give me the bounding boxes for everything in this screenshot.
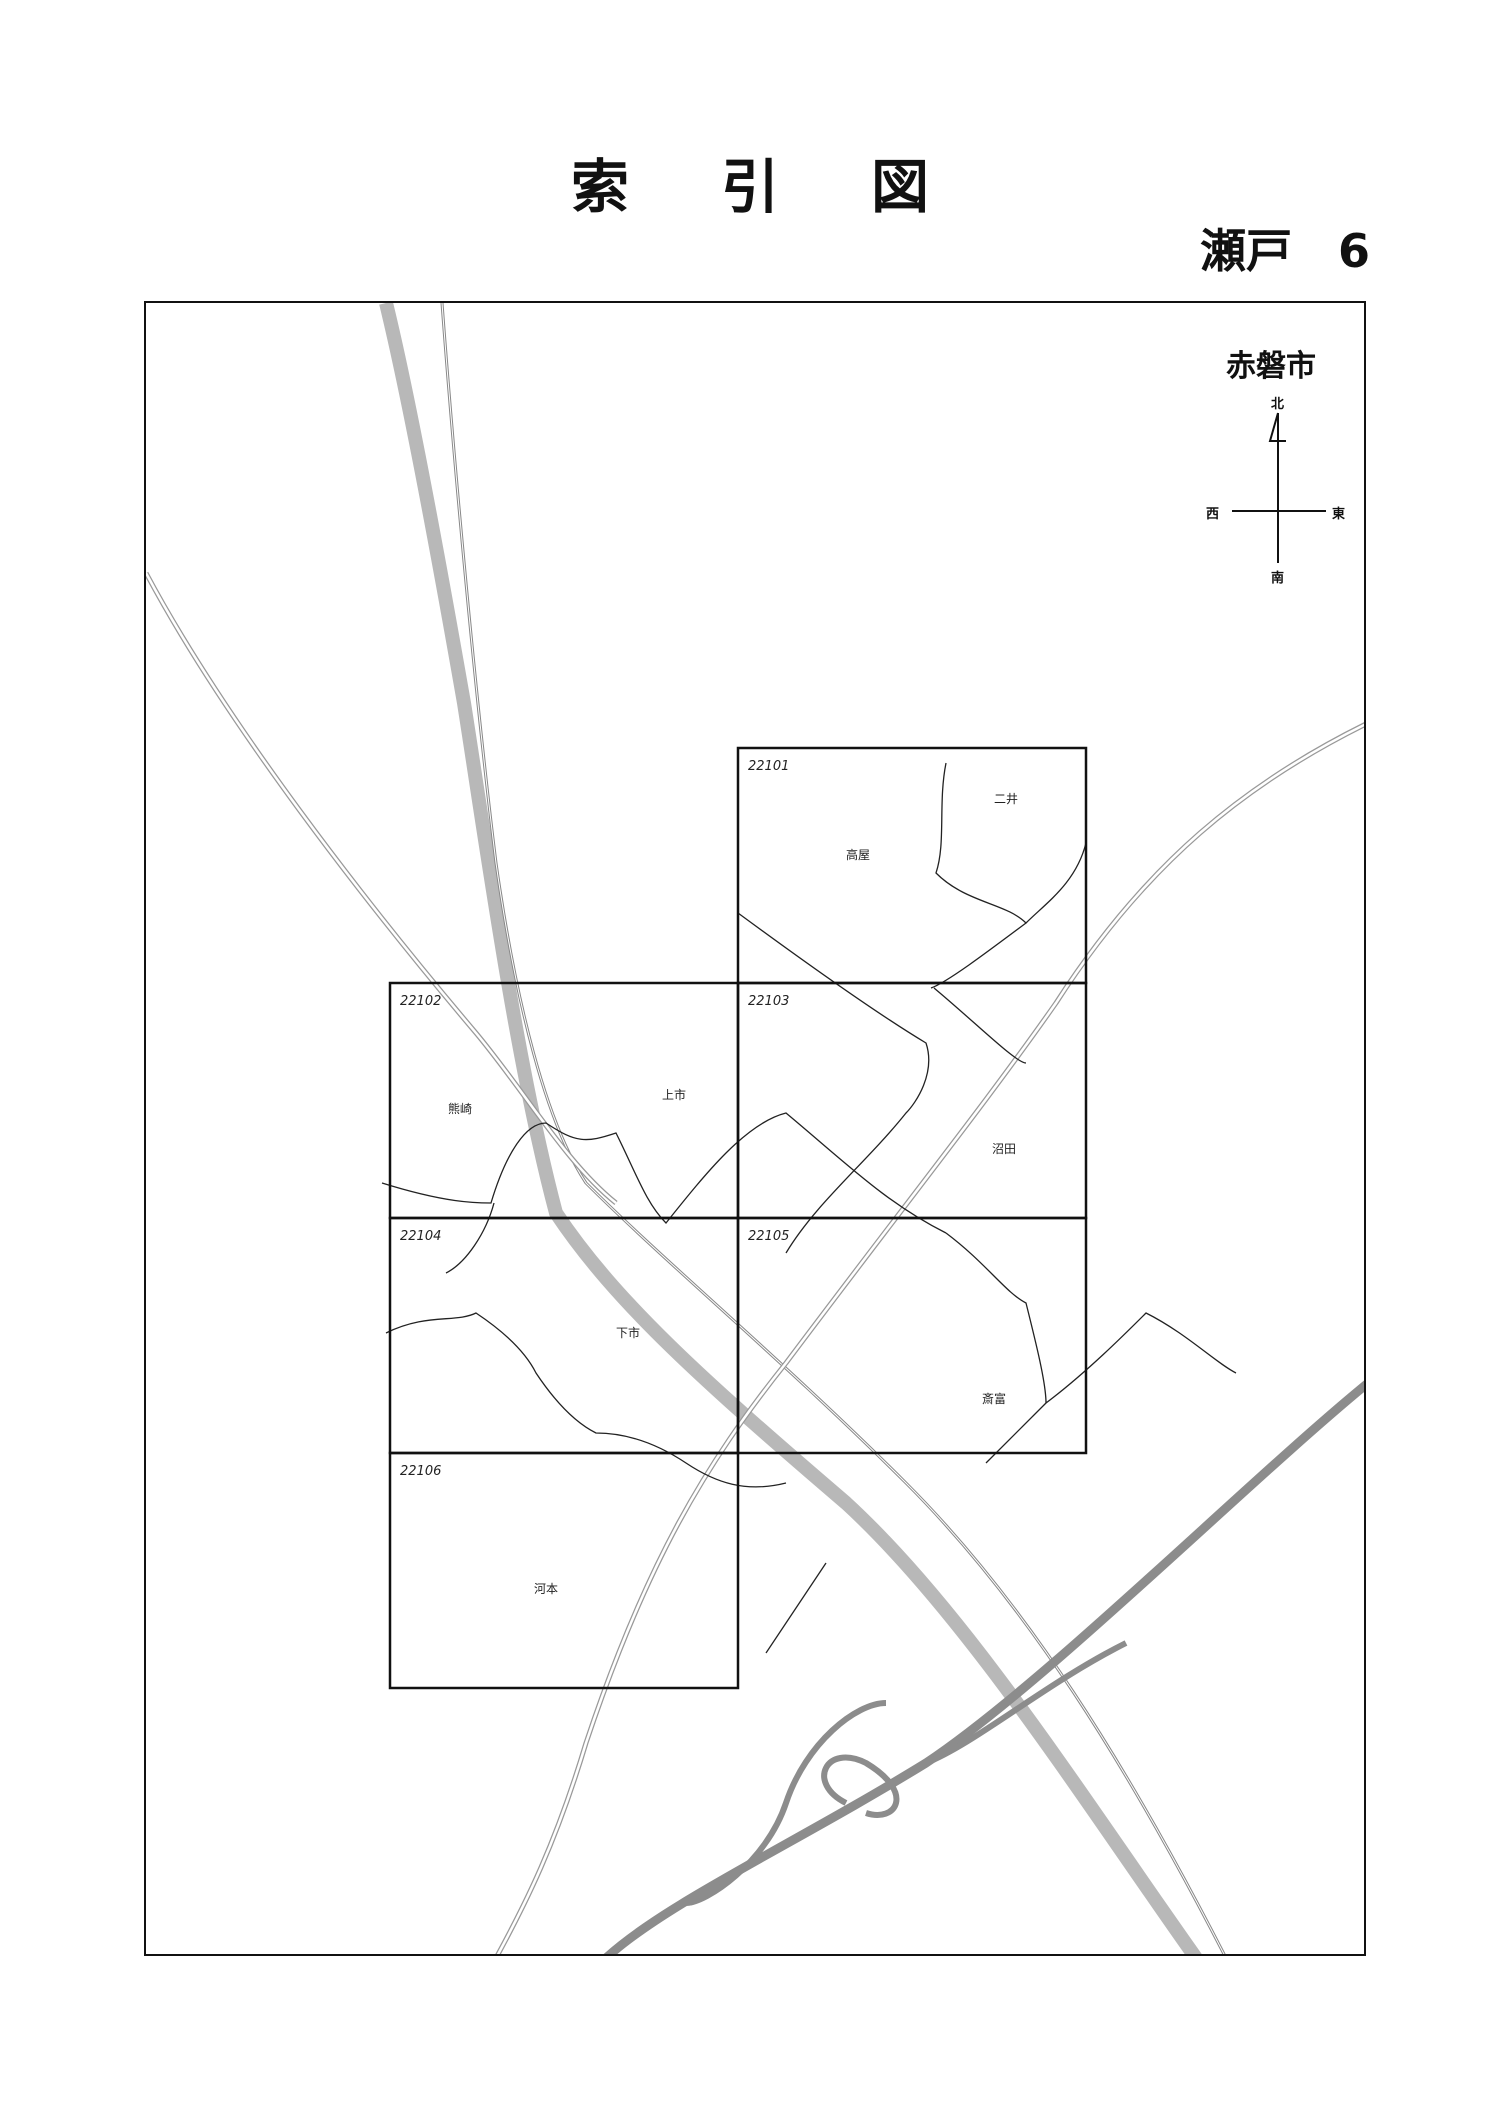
place-label: 二井: [994, 792, 1018, 806]
district-boundaries: [381, 762, 1237, 1654]
place-label: 沼田: [992, 1142, 1016, 1156]
sheet-subtitle: 瀬戸 6: [1199, 224, 1370, 278]
sheet-22105[interactable]: [736, 1216, 1088, 1455]
sheet-22106[interactable]: [388, 1451, 740, 1690]
expressway: [603, 1380, 1364, 1954]
sheet-number: 22104: [400, 1229, 441, 1244]
compass-south-label: 南: [1271, 571, 1285, 586]
sheet-22104[interactable]: [388, 1216, 740, 1455]
place-label: 河本: [534, 1582, 558, 1596]
page-title: 索引図: [570, 153, 1021, 221]
compass: [1232, 412, 1326, 563]
compass-west-label: 西: [1206, 507, 1220, 522]
place-label: 斎富: [982, 1391, 1006, 1406]
map-canvas: 22101 22102 22103 22104 22105 22106 高屋 二…: [146, 303, 1364, 1954]
sheet-number: 22105: [748, 1229, 789, 1244]
rail-line-inner: [441, 303, 1225, 1954]
index-grid: [388, 746, 1088, 1690]
sheet-22101[interactable]: [736, 746, 1088, 985]
sheet-number: 22103: [748, 994, 789, 1009]
place-label: 熊崎: [448, 1101, 472, 1116]
sheet-number: 22102: [400, 994, 441, 1009]
place-label: 高屋: [846, 847, 870, 862]
sheet-22103[interactable]: [736, 981, 1088, 1220]
compass-east-label: 東: [1332, 507, 1346, 522]
sheet-number: 22101: [748, 759, 789, 774]
roads: [146, 571, 1364, 1954]
rail-line: [440, 303, 1226, 1954]
index-map: 22101 22102 22103 22104 22105 22106 高屋 二…: [144, 301, 1366, 1956]
compass-north-label: 北: [1271, 397, 1285, 412]
interchange: [685, 1640, 1128, 1906]
river: [379, 303, 1202, 1954]
place-label: 上市: [662, 1087, 686, 1102]
region-label: 赤磐市: [1226, 349, 1316, 384]
sheet-number: 22106: [400, 1464, 441, 1479]
place-label: 下市: [616, 1325, 640, 1340]
